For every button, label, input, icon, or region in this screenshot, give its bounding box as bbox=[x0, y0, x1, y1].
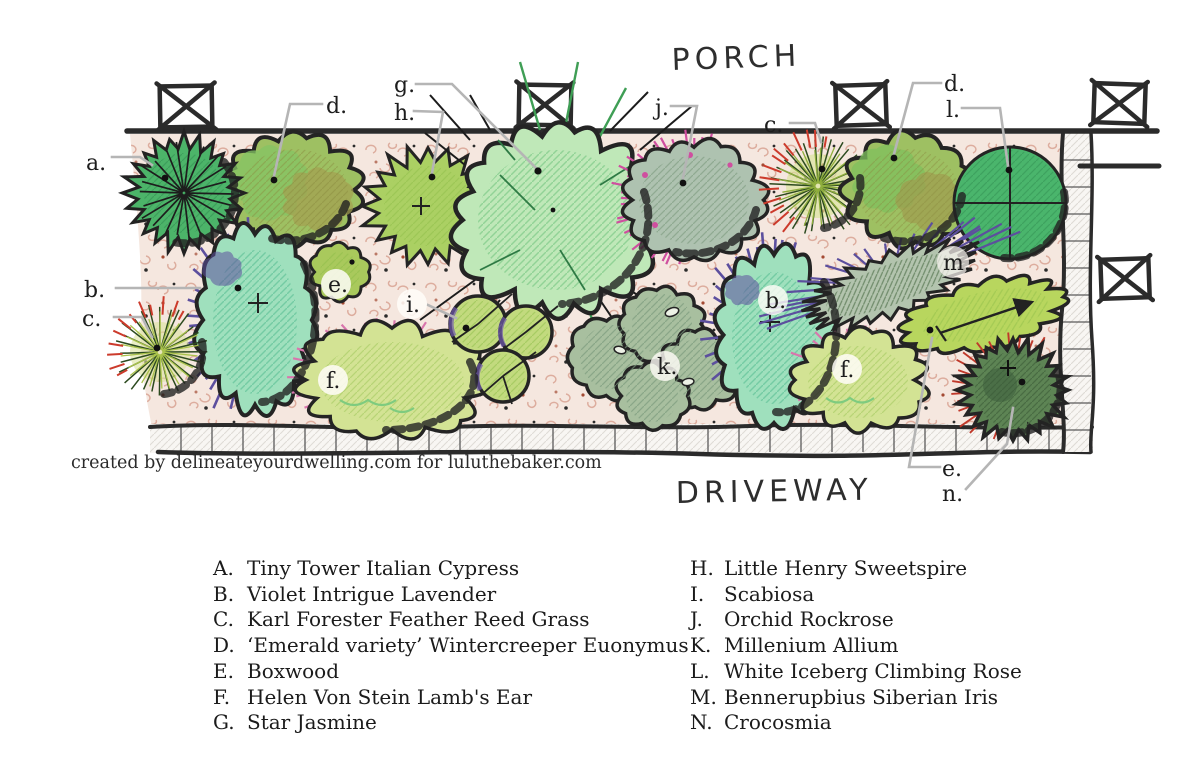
fence-post bbox=[1087, 77, 1151, 130]
svg-text:m.: m. bbox=[943, 251, 971, 276]
legend-item: A.Tiny Tower Italian Cypress bbox=[213, 556, 520, 580]
plant-boxwood-e-right bbox=[896, 273, 1071, 356]
legend-item: J.Orchid Rockrose bbox=[690, 607, 894, 632]
legend-item: I.Scabiosa bbox=[690, 581, 815, 606]
legend-item: H.Little Henry Sweetspire bbox=[690, 556, 968, 580]
plant-shadows bbox=[160, 158, 1069, 438]
legend-plant-name: ‘Emerald variety’ Wintercreeper Euonymus bbox=[247, 633, 689, 658]
plant-anchor-dots bbox=[153, 154, 1026, 386]
callout-n: n. bbox=[942, 482, 963, 507]
svg-text:i.: i. bbox=[406, 293, 420, 318]
callout-h: h. bbox=[394, 101, 415, 126]
scabiosa-stem-lines bbox=[451, 293, 559, 405]
boxwood-arrow bbox=[939, 298, 1035, 335]
driveway-label: DRIVEWAY bbox=[676, 473, 873, 511]
badge-f-right: f. bbox=[832, 354, 862, 384]
callout-b: b. bbox=[84, 278, 105, 303]
legend-plant-name: Violet Intrigue Lavender bbox=[247, 581, 497, 606]
legend-plant-name: White Iceberg Climbing Rose bbox=[724, 658, 1022, 683]
plant-euonymus-d-right bbox=[837, 128, 976, 251]
badge-m: m. bbox=[937, 246, 971, 278]
legend-item: K.Millenium Allium bbox=[690, 633, 899, 658]
badge-e-left: e. bbox=[321, 269, 351, 299]
stone-edging-bottom bbox=[148, 422, 1094, 459]
legend-plant-name: Helen Von Stein Lamb's Ear bbox=[247, 684, 533, 709]
plant-rockrose-j bbox=[611, 129, 771, 265]
legend-item: G.Star Jasmine bbox=[213, 710, 377, 735]
legend-plant-name: Millenium Allium bbox=[724, 633, 899, 658]
legend-right-column: H.Little Henry Sweetspire I.Scabiosa J.O… bbox=[690, 556, 1022, 736]
legend-plant-name: Little Henry Sweetspire bbox=[724, 556, 968, 580]
fence-post bbox=[1094, 252, 1156, 305]
legend-plant-name: Bennerupbius Siberian Iris bbox=[724, 684, 999, 709]
legend-item: L.White Iceberg Climbing Rose bbox=[690, 658, 1022, 683]
svg-text:f.: f. bbox=[326, 369, 340, 394]
badge-f-left: f. bbox=[318, 365, 348, 395]
plant-reed-grass-c-top bbox=[758, 129, 863, 234]
plant-reed-grass-c-left bbox=[107, 296, 208, 396]
jasmine-green-lines bbox=[503, 61, 628, 346]
callout-d-right: d. bbox=[944, 72, 965, 97]
legend-item: M.Bennerupbius Siberian Iris bbox=[690, 684, 999, 709]
svg-text:k.: k. bbox=[657, 355, 677, 380]
plant-allium-k bbox=[565, 284, 745, 432]
plant-euonymus-d-left bbox=[220, 129, 366, 251]
legend-plant-name: Boxwood bbox=[247, 658, 340, 683]
rose-cross-lines bbox=[954, 147, 1066, 259]
badge-i: i. bbox=[397, 289, 427, 319]
fence-posts bbox=[154, 77, 1156, 305]
walkway-dividers bbox=[1063, 159, 1091, 431]
fence-post bbox=[829, 78, 893, 132]
callout-d-left: d. bbox=[326, 94, 347, 119]
callout-g: g. bbox=[394, 73, 415, 98]
legend-plant-name: Orchid Rockrose bbox=[724, 607, 894, 632]
callout-c-left: c. bbox=[82, 307, 101, 332]
legend-plant-name: Tiny Tower Italian Cypress bbox=[247, 556, 520, 580]
plant-crocosmia-n bbox=[950, 332, 1074, 445]
callout-badges: e. f. i. k. b. f. m. bbox=[318, 246, 971, 395]
legend-plant-name: Scabiosa bbox=[724, 581, 815, 606]
plant-siberian-iris-m bbox=[758, 216, 1021, 332]
plant-scabiosa-i bbox=[448, 293, 559, 405]
svg-text:e.: e. bbox=[328, 273, 348, 298]
plant-lavender-b-left bbox=[186, 217, 320, 418]
garden-plan-drawing: a. b. c. d. g. h. j. c. d. l. e. n. e. f… bbox=[82, 38, 1162, 511]
callout-l: l. bbox=[946, 98, 960, 123]
jasmine-inner-lines bbox=[479, 139, 641, 291]
callout-e-bottom: e. bbox=[942, 457, 962, 482]
callout-c-top: c. bbox=[764, 113, 783, 138]
legend-item: B.Violet Intrigue Lavender bbox=[213, 581, 497, 606]
svg-text:b.: b. bbox=[765, 289, 786, 314]
legend-item: C.Karl Forester Feather Reed Grass bbox=[213, 607, 590, 632]
legend-plant-name: Star Jasmine bbox=[247, 710, 377, 735]
badge-b-right: b. bbox=[758, 285, 788, 315]
legend-plant-name: Crocosmia bbox=[724, 710, 832, 735]
legend-item: N.Crocosmia bbox=[690, 710, 832, 735]
callout-j: j. bbox=[652, 96, 669, 121]
svg-text:f.: f. bbox=[840, 358, 854, 383]
legend-item: D.‘Emerald variety’ Wintercreeper Euonym… bbox=[213, 633, 689, 658]
legend-item: F.Helen Von Stein Lamb's Ear bbox=[213, 684, 533, 709]
callout-leader-lines bbox=[110, 81, 1015, 491]
attribution-text: created by delineateyourdwelling.com for… bbox=[71, 453, 602, 473]
legend-plant-name: Karl Forester Feather Reed Grass bbox=[247, 607, 590, 632]
plant-italian-cypress-a bbox=[117, 126, 249, 258]
callout-letters: a. b. c. d. g. h. j. c. d. l. e. n. bbox=[82, 72, 965, 507]
porch-label: PORCH bbox=[671, 38, 802, 78]
fence-post bbox=[154, 80, 219, 133]
badge-k: k. bbox=[650, 351, 680, 381]
plant-lambs-ear-f-left bbox=[287, 317, 497, 441]
legend-left-column: A.Tiny Tower Italian Cypress B.Violet In… bbox=[213, 556, 689, 736]
legend-item: E.Boxwood bbox=[213, 658, 340, 683]
callout-a: a. bbox=[86, 151, 106, 176]
fence-post bbox=[513, 79, 576, 131]
